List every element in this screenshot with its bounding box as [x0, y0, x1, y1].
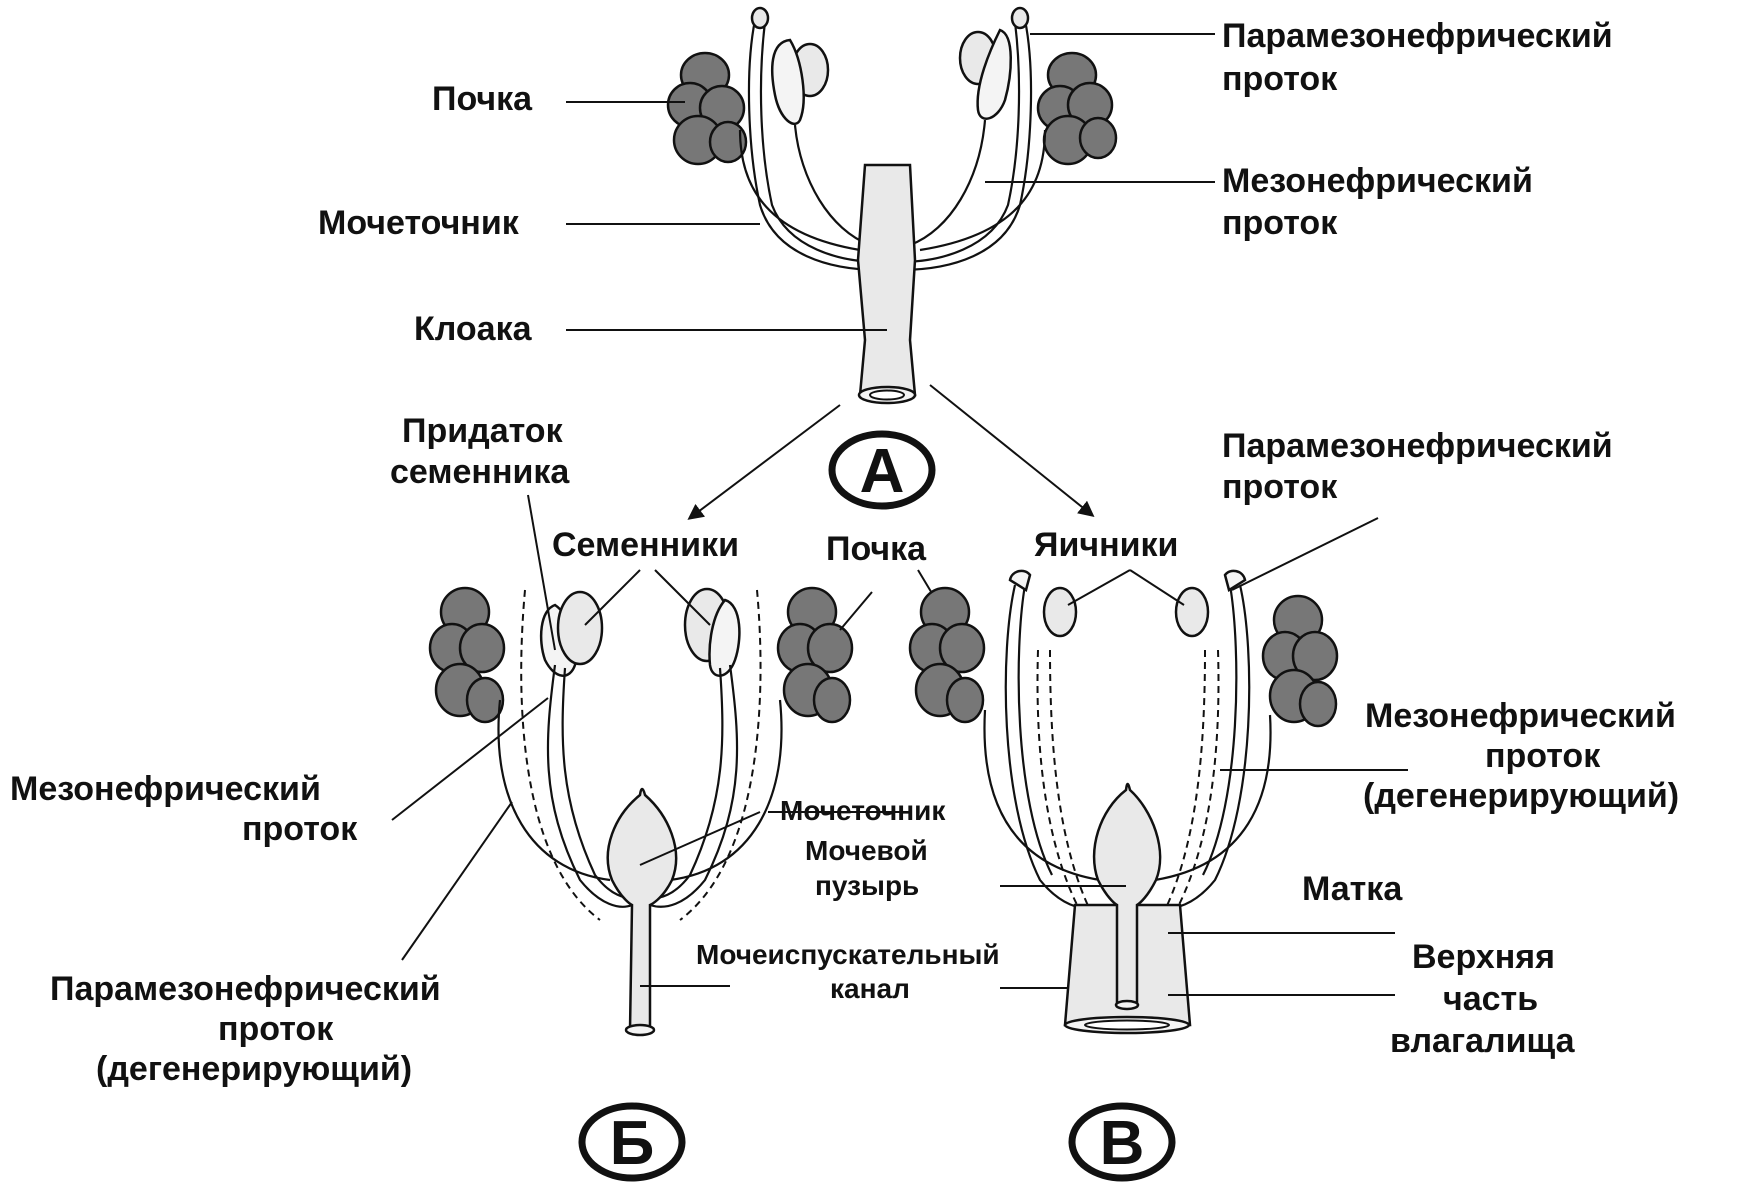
shared-label-bladder-2: пузырь	[815, 870, 919, 901]
panel-b-label-paramesonephric-3: (дегенерирующий)	[96, 1050, 412, 1088]
panel-c-ovary-left	[1044, 588, 1076, 636]
panel-c-label-paramesonephric-2: проток	[1222, 468, 1338, 506]
arrow-to-female	[930, 385, 1092, 515]
panel-a-cloaca	[858, 165, 915, 395]
panel-b-label-mesonephric-2: проток	[242, 810, 358, 848]
panel-a-label-cloaca: Клоака	[414, 310, 533, 348]
panel-a-letter-badge: А	[832, 434, 932, 506]
panel-c-label-vagina-3: влагалища	[1390, 1022, 1576, 1060]
panel-b-testis-left	[558, 592, 602, 664]
svg-text:Б: Б	[610, 1109, 655, 1178]
shared-label-urethra-2: канал	[830, 973, 910, 1004]
panel-b-letter-badge: Б	[582, 1106, 682, 1178]
shared-label-bladder-1: Мочевой	[805, 835, 928, 866]
panel-b-label-testes: Семенники	[552, 526, 739, 564]
svg-text:А: А	[860, 437, 905, 506]
panel-c-label-vagina-2: часть	[1443, 980, 1538, 1018]
panel-a-kidney-right	[1038, 53, 1116, 164]
panel-c-label-mesonephric-1: Мезонефрический	[1365, 697, 1676, 735]
arrow-to-male	[690, 405, 840, 518]
panel-b-label-epididymis-2: семенника	[390, 453, 570, 491]
panel-a-label-paramesonephric-1: Парамезонефрический	[1222, 17, 1613, 55]
panel-c-label-vagina-1: Верхняя	[1412, 938, 1555, 976]
shared-label-urethra-1: Мочеиспускательный	[696, 939, 1000, 970]
panel-c-letter-badge: В	[1072, 1106, 1172, 1178]
panel-c-label-mesonephric-2: проток	[1485, 737, 1601, 775]
panel-b-label-paramesonephric-1: Парамезонефрический	[50, 970, 441, 1008]
panel-a-label-ureter: Мочеточник	[318, 204, 520, 242]
panel-c-label-paramesonephric-1: Парамезонефрический	[1222, 427, 1613, 465]
panel-a-illustration	[668, 8, 1116, 403]
panel-b-bladder	[608, 789, 676, 1030]
svg-text:В: В	[1100, 1109, 1145, 1178]
shared-label-kidney: Почка	[826, 530, 927, 568]
panel-a-kidney-left	[668, 53, 746, 164]
panel-c-label-ovaries: Яичники	[1034, 526, 1178, 564]
panel-c-kidney-left	[910, 588, 984, 722]
panel-c-label-uterus: Матка	[1302, 870, 1403, 908]
panel-c-label-mesonephric-3: (дегенерирующий)	[1363, 777, 1679, 815]
panel-a-label-mesonephric-1: Мезонефрический	[1222, 162, 1533, 200]
panel-a-label-paramesonephric-2: проток	[1222, 60, 1338, 98]
panel-b-kidney-left	[430, 588, 504, 722]
panel-b-label-epididymis-1: Придаток	[402, 412, 564, 450]
panel-b-label-mesonephric-1: Мезонефрический	[10, 770, 321, 808]
panel-b-kidney-right	[778, 588, 852, 722]
shared-label-ureter: Мочеточник	[780, 795, 946, 826]
panel-b-label-paramesonephric-2: проток	[218, 1010, 334, 1048]
panel-a-label-mesonephric-2: проток	[1222, 204, 1338, 242]
panel-c-ovary-right	[1176, 588, 1208, 636]
panel-a-label-kidney: Почка	[432, 80, 533, 118]
panel-c-kidney-right	[1263, 596, 1337, 726]
